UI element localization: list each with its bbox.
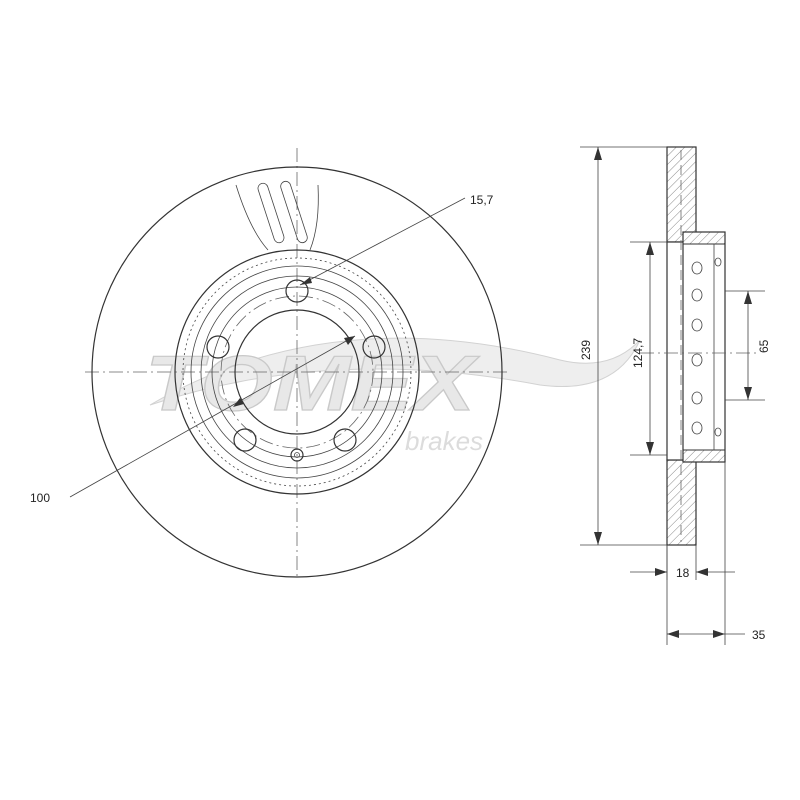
hub-hole <box>714 427 722 437</box>
dim-239-arrow-top <box>594 147 602 160</box>
hub-hole <box>714 257 722 267</box>
bolt-hole-bottom-right <box>333 428 357 452</box>
watermark: TOMEX brakes <box>144 337 641 456</box>
hub-hole <box>691 318 703 332</box>
bolt-circle-leader <box>69 335 356 498</box>
disc-wear-slots <box>257 180 308 244</box>
bolt-circle-leader-arrow-b <box>233 398 244 407</box>
bolt-hole-leader-arrow <box>300 277 312 285</box>
hub-hole <box>691 391 703 405</box>
disc-cooling-channel-right <box>309 184 319 251</box>
dim-239-label: 239 <box>579 340 593 360</box>
locating-hole <box>290 448 304 462</box>
bolt-circle-leader-arrow-a <box>344 336 355 345</box>
dim-18-arrow-right <box>696 568 708 576</box>
bolt-hole-bottom-left <box>233 428 257 452</box>
hub-face-ring <box>211 286 383 458</box>
hub-flange-bottom <box>682 449 726 463</box>
disc-outer-edge <box>91 166 503 578</box>
hub-hole <box>691 261 703 275</box>
hub-hole <box>691 288 703 302</box>
wear-slot-left <box>257 182 285 244</box>
hub-vent-ring-inner <box>190 265 404 479</box>
dim-35-label: 35 <box>752 628 766 642</box>
hub-outer-ring <box>174 249 420 495</box>
friction-ring-section-upper <box>666 146 697 243</box>
hub-flange-top <box>682 231 726 245</box>
dim-18-label: 18 <box>676 566 690 580</box>
hub-hole <box>691 353 703 367</box>
hub-holes <box>691 257 722 437</box>
bolt-hole-right <box>362 335 386 359</box>
dim-65-arrow-bottom <box>744 387 752 400</box>
bolt-holes <box>206 279 386 462</box>
bolt-hole-label: 15,7 <box>470 193 494 207</box>
locating-hole-inner <box>294 452 300 458</box>
hub-hole <box>691 421 703 435</box>
center-bore <box>234 309 360 435</box>
dim-35-arrow-left <box>667 630 679 638</box>
dim-18-arrow-left <box>655 568 667 576</box>
disc-side-section: 239 124,7 65 18 35 <box>579 146 771 645</box>
bolt-hole-left <box>206 335 230 359</box>
watermark-sub: brakes <box>405 426 483 456</box>
dim-35-arrow-right <box>713 630 725 638</box>
dim-65-label: 65 <box>757 339 771 353</box>
bolt-hole-top <box>285 279 309 303</box>
bolt-circle-label: 100 <box>30 491 50 505</box>
dim-124-arrow-bottom <box>646 442 654 455</box>
dim-65-arrow-top <box>744 291 752 304</box>
hub-step-ring <box>200 275 394 469</box>
dim-124-arrow-top <box>646 242 654 255</box>
dim-124-label: 124,7 <box>631 338 645 368</box>
hub-vent-ring-outer <box>182 257 412 487</box>
wear-slot-right <box>280 180 308 244</box>
watermark-brand: TOMEX <box>145 339 480 427</box>
friction-ring-section-lower <box>666 459 697 546</box>
bolt-circle-line <box>220 295 374 449</box>
dim-239-arrow-bottom <box>594 532 602 545</box>
hub-section <box>682 231 726 463</box>
bolt-hole-leader <box>299 197 466 286</box>
disc-cooling-channel-left <box>235 184 269 251</box>
disc-front-view: 15,7 100 <box>30 148 510 580</box>
